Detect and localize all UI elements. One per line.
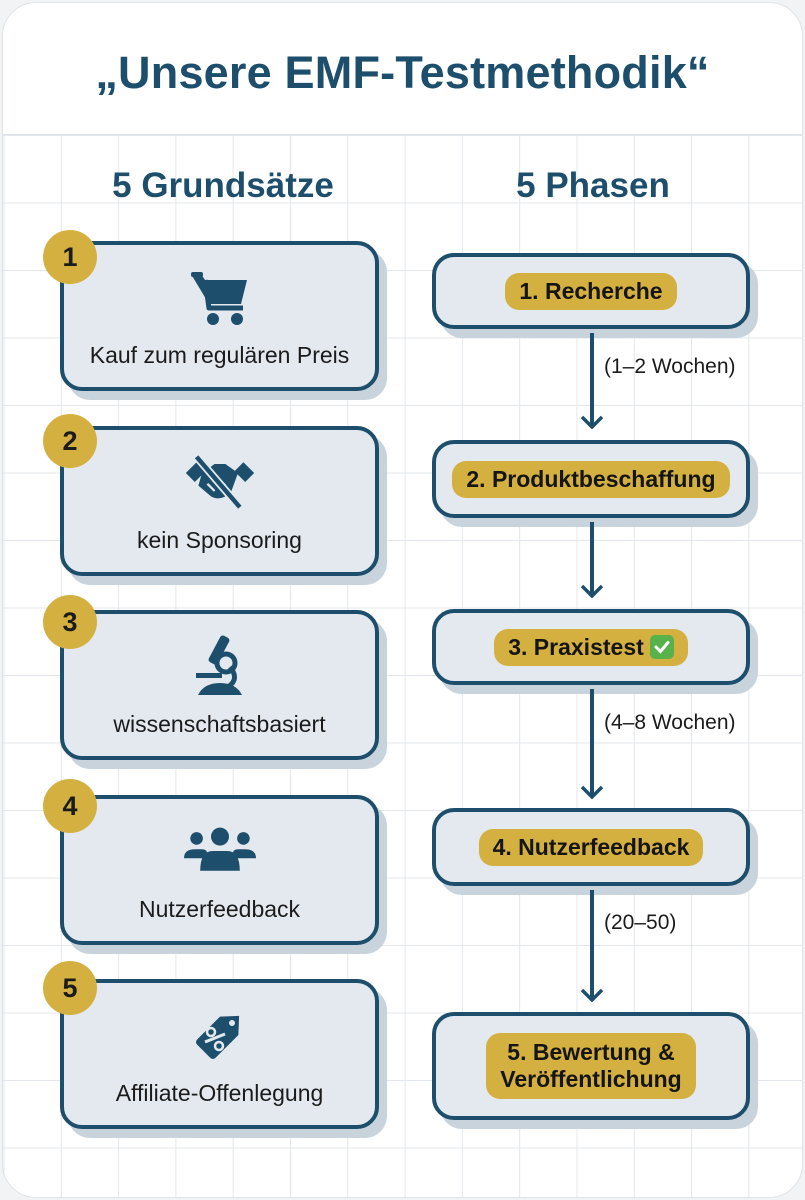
connector-line [590,333,594,427]
phase-label: 2. Produktbeschaffung [452,460,730,498]
principle-label: Kauf zum regulären Preis [89,342,350,368]
phase-label: 5. Bewertung & Veröffentlichung [486,1033,696,1099]
principle-card-no-sponsoring: kein Sponsoring [60,426,379,576]
principle-number-badge: 1 [43,230,97,284]
phase-duration: (1–2 Wochen) [604,355,736,378]
no-handshake-icon [184,446,256,518]
users-group-icon [183,815,256,887]
percent-tag-icon [184,999,256,1071]
arrow-down-icon [580,988,604,1002]
phase-card-practice-test: 3. Praxistest [432,609,750,685]
principle-number-badge: 2 [43,414,97,468]
phase-duration: (20–50) [604,911,677,934]
arrow-down-icon [580,415,604,429]
phase-card-user-feedback: 4. Nutzerfeedback [432,808,750,886]
principle-number-badge: 3 [43,595,97,649]
principle-number-badge: 5 [43,961,97,1015]
connector-line [590,522,594,596]
phase-card-evaluation-publication: 5. Bewertung & Veröffentlichung [432,1012,750,1120]
connector-line [590,890,594,1000]
page-title: „Unsere EMF-Testmethodik“ [95,47,710,98]
principle-card-affiliate-disclosure: Affiliate-Offenlegung [60,979,379,1129]
principles-heading: 5 Grundsätze [112,166,334,205]
principle-label: Affiliate-Offenlegung [115,1080,324,1106]
microscope-icon [184,630,256,702]
phase-label: 4. Nutzerfeedback [478,828,704,866]
arrow-down-icon [580,584,604,598]
phase-label-with-badge: 3. Praxistest [494,628,688,666]
check-mark-icon [649,635,674,659]
principle-label: kein Sponsoring [137,527,302,553]
principle-card-user-feedback: Nutzerfeedback [60,795,379,945]
shopping-cart-icon [184,261,256,333]
phases-heading: 5 Phasen [516,166,670,205]
principle-label: Nutzerfeedback [138,896,301,922]
phase-duration: (4–8 Wochen) [604,711,736,734]
arrow-down-icon [580,785,604,799]
phase-card-procurement: 2. Produktbeschaffung [432,440,750,518]
phase-label-line1: 5. Bewertung & [507,1039,675,1065]
principle-number-badge: 4 [43,779,97,833]
connector-line [590,689,594,797]
phase-card-research: 1. Recherche [432,253,750,329]
principle-card-regular-price: Kauf zum regulären Preis [60,241,379,391]
principle-label: wissenschaftsbasiert [113,711,326,737]
phase-label-line2: Veröffentlichung [500,1066,682,1092]
phase-label: 1. Recherche [505,272,677,310]
phase-label: 3. Praxistest [508,633,644,660]
principle-card-science-based: wissenschaftsbasiert [60,610,379,760]
